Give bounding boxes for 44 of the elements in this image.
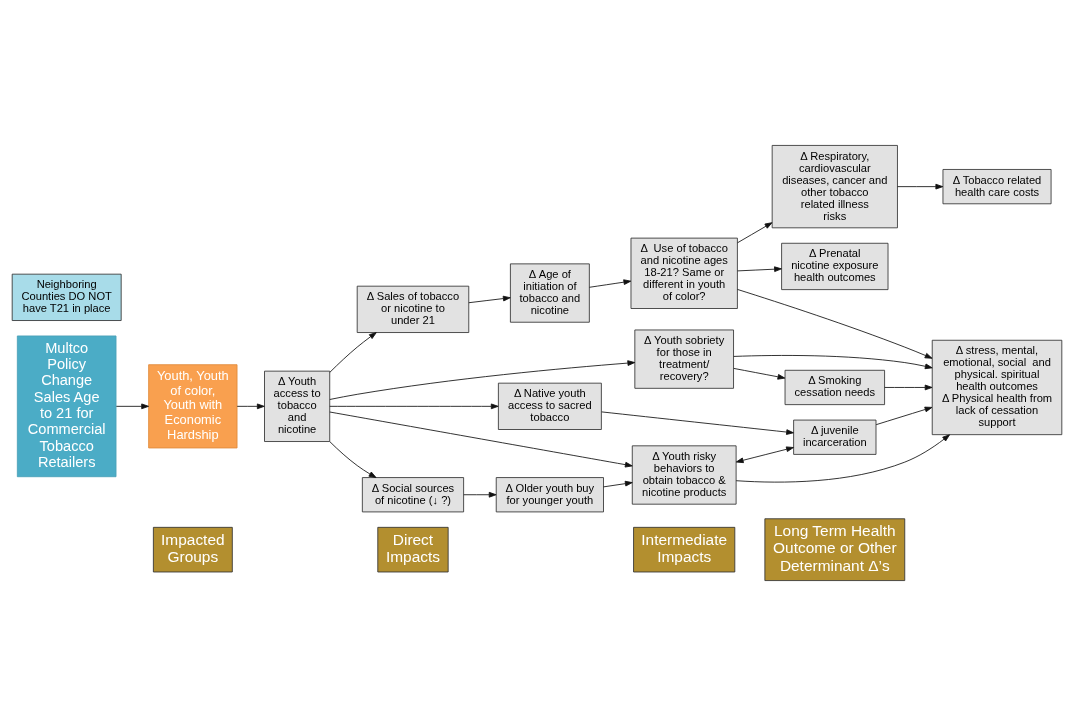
node-box: Δ Age of initiation of tobacco and nicotine [509,262,590,323]
node-box: Δ Tobacco related health care costs [942,168,1052,204]
arrow [329,359,636,400]
node-box: Youth, Youth of color, Youth with Economic Hardship [148,363,238,448]
node-box: Δ Social sources of nicotine (↓ ?) [361,476,465,512]
arrow [884,384,933,390]
arrow [463,491,497,498]
node-box: Δ Youth sobriety for those in treatment/ recovery? [634,329,734,389]
node-box: Δ Native youth access to sacred tobacco [497,382,602,430]
node-box: Δ Youth access to tobacco and nicotine [264,370,331,442]
arrow [875,406,933,425]
arrow [329,331,377,373]
node-box: Multco Policy Change Sales Age to 21 for Commercial Tobacco Retailers [16,335,117,477]
arrow [733,367,786,380]
node-box: Neighboring Counties DO NOT have T21 in place [11,273,122,321]
arrow [897,183,944,189]
node-box: Δ Sales of tobacco or nicotine to under 21 [356,285,470,333]
node-box: Δ stress, mental, emotional, social and physical. spiritual health outcomes Δ Physical health from lack of cessation support [931,339,1063,435]
arrow [601,410,794,435]
arrow [115,403,149,409]
arrow [329,411,633,467]
node-box: Δ Smoking cessation needs [784,369,885,405]
node-box: Long Term Health Outcome or Other Determinant Δ’s [764,517,906,581]
node-box: Δ Older youth buy for younger youth [495,476,604,512]
arrow [733,354,933,369]
arrow [236,403,265,409]
arrow [737,265,782,272]
arrow [329,403,499,409]
node-box: Direct Impacts [377,526,449,572]
node-box: Impacted Groups [152,526,233,572]
node-box: Δ Prenatal nicotine exposure health outcomes [781,242,889,290]
arrow [737,221,773,243]
arrow [735,433,950,483]
node-box: Δ Use of tobacco and nicotine ages 18-21? Same or different in youth of color? [630,237,738,309]
arrow [589,278,632,288]
arrow [735,445,794,463]
node-box: Δ Youth risky behaviors to obtain tobacco & nicotine products [631,444,737,505]
node-box: Δ juvenile incarceration [793,419,877,455]
arrow [603,480,633,487]
node-box: Δ Respiratory, cardiovascular diseases, cancer and other tobacco related illness risks [771,144,898,228]
node-box: Intermediate Impacts [633,526,736,572]
arrow [737,288,933,359]
arrow [468,295,511,303]
arrow [329,440,377,478]
